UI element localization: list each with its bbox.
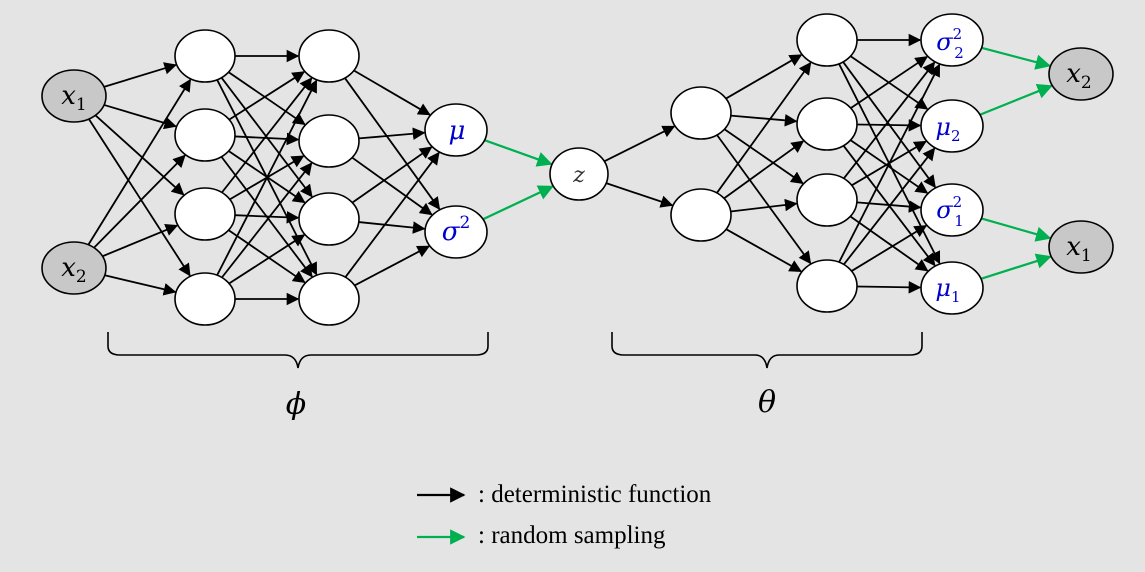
mu-node <box>424 103 488 157</box>
deterministic-arrow <box>221 77 313 194</box>
deterministic-arrow <box>849 139 929 194</box>
latent-z-node <box>549 147 609 201</box>
deterministic-arrow <box>103 62 177 88</box>
output-node-x1 <box>1048 220 1114 274</box>
deterministic-arrow <box>856 281 922 294</box>
legend: : deterministic function : random sampli… <box>417 481 712 549</box>
mu1-label: μ1 <box>935 274 960 306</box>
legend-sampling-text: : random sampling <box>478 522 666 549</box>
deterministic-arrow <box>843 61 936 180</box>
deterministic-arrow <box>358 221 426 234</box>
deterministic-arrow <box>234 210 300 224</box>
deterministic-arrow <box>228 229 306 284</box>
deterministic-arrow <box>605 182 674 208</box>
hidden-node <box>174 272 236 326</box>
sampling-arrow-sigma1-x1 <box>981 217 1052 242</box>
deterministic-arrow <box>723 140 805 200</box>
sigma1-squared-node <box>920 183 984 237</box>
z-label: z <box>572 163 585 188</box>
hidden-node <box>298 29 360 83</box>
deterministic-arrow <box>94 114 185 196</box>
sigma2-squared-node <box>920 13 984 67</box>
deterministic-arrow <box>730 198 798 213</box>
deterministic-arrow <box>856 200 922 213</box>
deterministic-arrow <box>344 77 441 210</box>
deterministic-arrow <box>838 63 941 263</box>
deterministic-arrow <box>216 79 318 276</box>
sampling-arrow-mu-z <box>484 139 553 167</box>
input-node-x2 <box>41 241 107 295</box>
decoder-brace: θ <box>611 332 923 420</box>
output-node-x2 <box>1048 47 1114 101</box>
deterministic-arrow <box>725 54 803 100</box>
hidden-node <box>298 272 360 326</box>
hidden-node <box>796 259 858 313</box>
deterministic-arrow <box>725 228 803 273</box>
deterministic-arrow <box>716 61 812 194</box>
deterministic-arrow <box>221 162 313 279</box>
deterministic-arrow <box>851 225 928 272</box>
mu2-label: μ2 <box>935 113 960 145</box>
deterministic-arrow <box>93 154 186 249</box>
deterministic-arrow <box>603 125 676 163</box>
deterministic-arrow <box>344 151 440 278</box>
legend-deterministic-text: : deterministic function <box>478 481 712 508</box>
encoder-phi-label: ϕ <box>286 387 306 422</box>
hidden-node <box>298 192 360 246</box>
deterministic-arrow <box>228 71 306 126</box>
mu-label: μ <box>449 116 466 146</box>
nodes <box>41 13 1114 326</box>
encoder-brace: ϕ <box>107 332 489 422</box>
hidden-node <box>796 13 858 67</box>
hidden-node <box>796 97 858 151</box>
deterministic-arrow <box>104 274 177 296</box>
hidden-node <box>298 114 360 168</box>
decoder-theta-label: θ <box>758 385 776 420</box>
deterministic-arrow <box>850 56 929 109</box>
sigma-squared-label: σ2 <box>442 213 471 247</box>
deterministic-arrow <box>723 128 804 184</box>
output-x1-label: x1 <box>1066 232 1092 266</box>
deterministic-arrow <box>358 127 426 141</box>
deterministic-arrow <box>849 215 929 272</box>
deterministic-arrow <box>856 119 922 132</box>
sampling-arrow-mu2-x2 <box>979 83 1053 116</box>
deterministic-arrow <box>87 78 192 246</box>
deterministic-arrow <box>102 224 179 258</box>
deterministic-arrow <box>103 104 177 130</box>
hidden-node <box>174 187 236 241</box>
hidden-node <box>670 188 732 242</box>
deterministic-arrow <box>351 146 433 204</box>
deterministic-arrow <box>88 118 191 277</box>
deterministic-arrow <box>228 71 306 121</box>
deterministic-arrow <box>228 234 306 285</box>
hidden-node <box>796 173 858 227</box>
mu1-node <box>920 261 984 315</box>
input-x2-label: x2 <box>61 253 87 287</box>
hidden-node <box>174 29 236 83</box>
deterministic-arrow <box>353 69 431 116</box>
hidden-node <box>670 86 732 140</box>
deterministic-arrow <box>716 134 812 265</box>
hidden-node <box>174 108 236 162</box>
input-node-x1 <box>41 69 107 123</box>
deterministic-arrow <box>843 147 936 266</box>
deterministic-arrow <box>354 245 430 287</box>
deterministic-arrow <box>351 156 433 216</box>
sampling-arrow-mu1-x1 <box>980 253 1052 280</box>
mu2-node <box>920 99 984 153</box>
sigma-squared-node <box>424 205 488 259</box>
output-x2-label: x2 <box>1066 59 1092 93</box>
input-x1-label: x1 <box>61 81 87 115</box>
sampling-arrow-sigma2-x2 <box>981 46 1052 70</box>
sampling-arrow-sigma-z <box>482 185 554 221</box>
deterministic-arrow <box>730 114 798 127</box>
edges <box>87 33 1053 306</box>
